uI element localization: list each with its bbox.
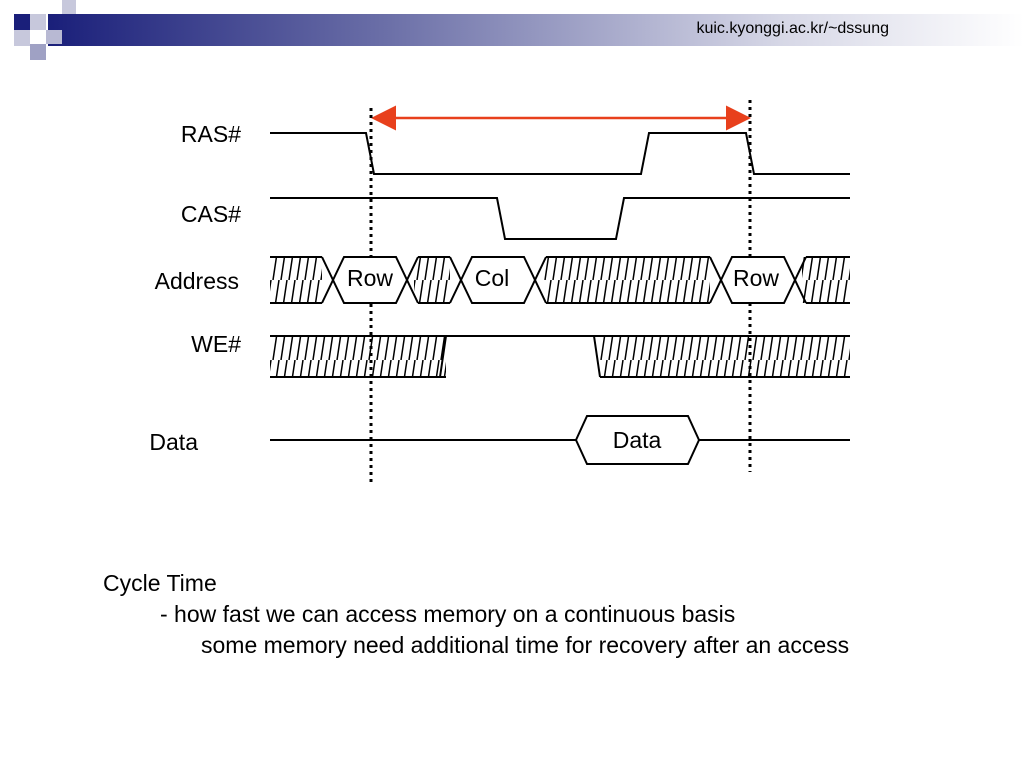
notes: Cycle Time - how fast we can access memo… [103,568,849,661]
data-box: Data [613,427,662,453]
label-we: WE# [191,331,241,357]
label-data: Data [149,429,198,455]
label-address: Address [155,268,239,294]
label-cas: CAS# [181,201,241,227]
timing-diagram: RAS# CAS# Address WE# Data Row Col Row [149,100,850,482]
we-waveform [270,335,850,378]
label-ras: RAS# [181,121,241,147]
notes-line-1: - how fast we can access memory on a con… [160,601,736,627]
header-bar [14,0,1024,60]
address-box-col: Col [475,265,510,291]
site-url: kuic.kyonggi.ac.kr/~dssung [696,20,889,37]
ras-waveform [270,132,850,175]
data-waveform [270,415,850,465]
address-bus [270,256,850,304]
header-gradient [48,14,1024,46]
address-box-row-2: Row [733,265,779,291]
notes-line-2: some memory need additional time for rec… [201,632,850,658]
address-box-row-1: Row [347,265,393,291]
cas-waveform [270,197,850,240]
logo-squares [14,0,76,60]
notes-title: Cycle Time [103,570,217,596]
